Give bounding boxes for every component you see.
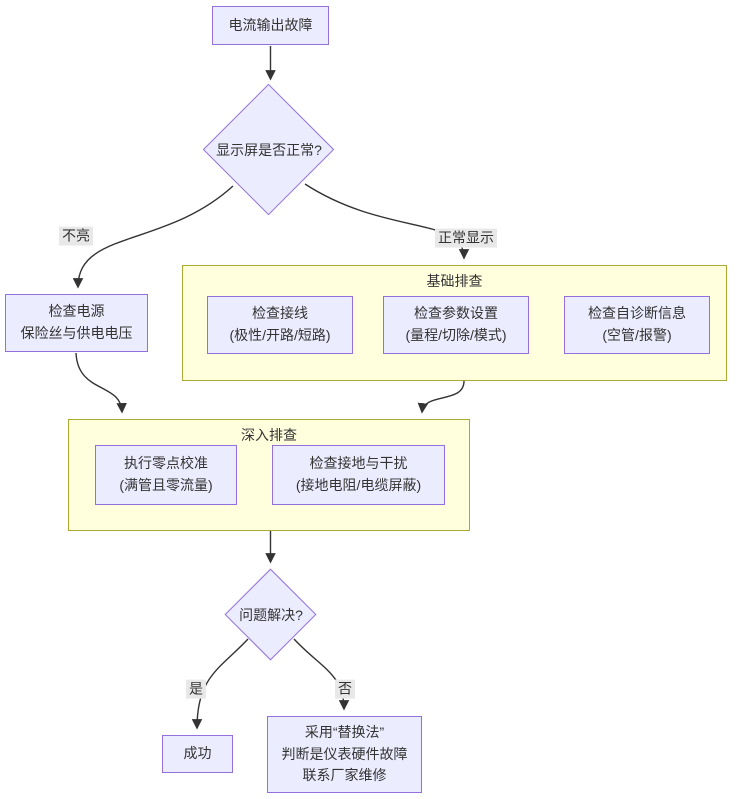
node-label-line: 检查接线 xyxy=(252,305,308,322)
node-label-line: 检查电源 xyxy=(48,303,105,320)
subgraph-deep-title: 深入排查 xyxy=(241,427,297,443)
node-label-line: 检查自诊断信息 xyxy=(588,305,686,322)
edge-label-normal-display: 正常显示 xyxy=(435,228,497,248)
node-label: 电流输出故障 xyxy=(228,16,313,33)
node-zero-calibration: 执行零点校准 (满管且零流量) xyxy=(95,445,237,505)
edge-label-yes: 是 xyxy=(186,679,206,699)
edge-power-to-deep xyxy=(75,352,127,414)
node-label-line: (量程/切除/模式) xyxy=(405,327,507,343)
node-label-line: (满管且零流量) xyxy=(119,477,213,493)
edge-label-not-lit: 不亮 xyxy=(59,226,93,246)
node-label: 问题解决? xyxy=(239,607,303,623)
node-label: 成功 xyxy=(183,745,212,762)
node-check-self-diagnostics: 检查自诊断信息 (空管/报警) xyxy=(564,296,710,354)
node-label-line: 执行零点校准 xyxy=(124,455,208,472)
node-label-line: 保险丝与供电电压 xyxy=(20,325,133,341)
node-label-line: (接地电阻/电缆屏蔽) xyxy=(295,477,422,493)
node-check-wiring: 检查接线 (极性/开路/短路) xyxy=(207,296,353,354)
node-label-line: 检查参数设置 xyxy=(414,305,498,322)
node-success: 成功 xyxy=(162,735,233,773)
node-display-normal-decision: 显示屏是否正常? xyxy=(202,83,335,216)
edge-basic-to-deep xyxy=(417,380,465,414)
node-label: 显示屏是否正常? xyxy=(216,142,322,158)
node-check-power: 检查电源 保险丝与供电电压 xyxy=(5,294,148,352)
node-problem-solved-decision: 问题解决? xyxy=(224,568,317,661)
node-current-output-fault: 电流输出故障 xyxy=(212,6,329,45)
node-label-line: 采用“替换法” xyxy=(304,723,385,740)
node-label-line: 联系厂家维修 xyxy=(302,767,387,784)
node-check-parameters: 检查参数设置 (量程/切除/模式) xyxy=(383,296,529,354)
node-label-line: (极性/开路/短路) xyxy=(229,327,331,343)
edge-solved-check-to-success xyxy=(191,638,249,730)
node-check-grounding: 检查接地与干扰 (接地电阻/电缆屏蔽) xyxy=(272,445,445,505)
node-replacement-method: 采用“替换法” 判断是仪表硬件故障 联系厂家维修 xyxy=(267,716,422,793)
edge-label-no: 否 xyxy=(335,679,355,699)
node-label-line: 判断是仪表硬件故障 xyxy=(281,745,408,762)
node-label-line: (空管/报警) xyxy=(602,327,672,343)
edge-display-check-to-power xyxy=(72,185,234,289)
node-label-line: 检查接地与干扰 xyxy=(309,455,408,472)
edge-solved-check-to-replacement xyxy=(293,638,350,711)
subgraph-basic-title: 基础排查 xyxy=(426,273,483,289)
